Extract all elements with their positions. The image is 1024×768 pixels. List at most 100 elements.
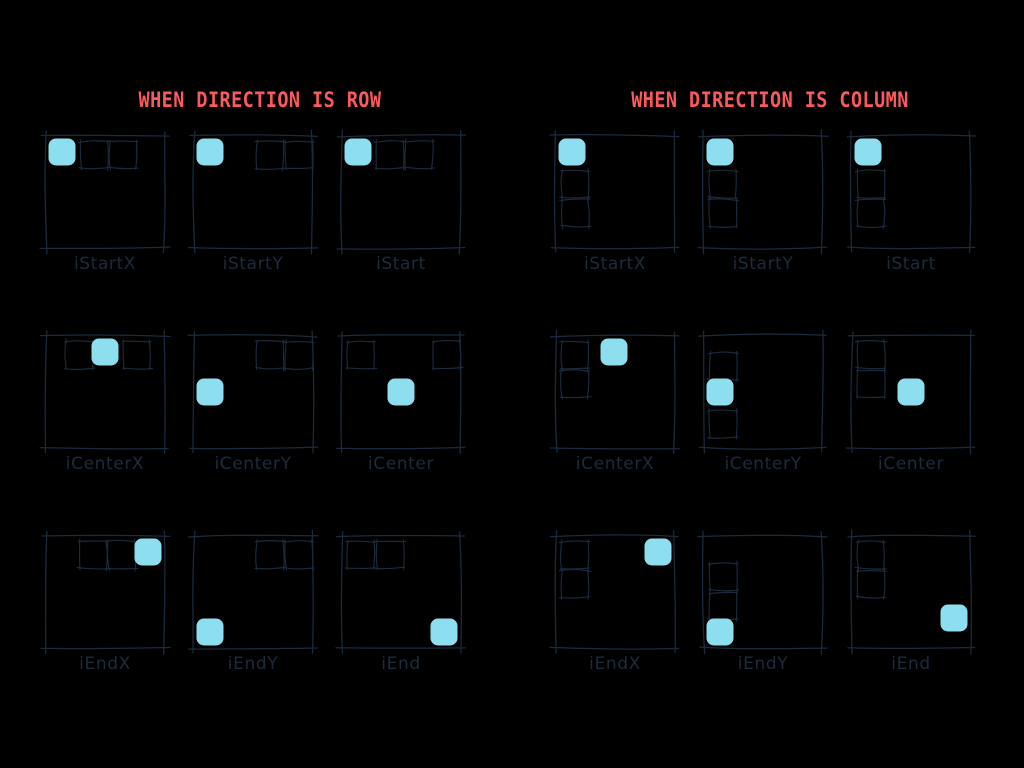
container-frame	[549, 130, 680, 254]
section-title-column: WHEN DIRECTION IS COLUMN	[631, 88, 909, 112]
flex-item-highlighted	[197, 619, 223, 645]
flex-item	[345, 339, 378, 370]
container-frame	[187, 330, 319, 454]
flex-item-highlighted	[197, 379, 223, 405]
container-frame	[335, 330, 466, 454]
flex-item	[559, 339, 591, 372]
flex-item-highlighted	[941, 605, 967, 631]
flex-container	[854, 338, 967, 445]
flex-item	[344, 539, 377, 571]
flex-item	[107, 139, 139, 171]
flex-item	[121, 339, 154, 371]
flex-item	[374, 538, 407, 571]
flex-container	[558, 339, 671, 445]
align-demo-label: iStart	[886, 254, 936, 274]
flex-item	[402, 138, 435, 171]
container-frame	[698, 329, 827, 454]
container-frame	[336, 129, 467, 255]
flex-container	[345, 338, 464, 445]
align-demo-cell-icenterx: iCenterX	[38, 329, 186, 530]
flex-item	[707, 560, 740, 593]
container-frame	[846, 130, 977, 254]
align-demo-label: iEnd	[891, 654, 931, 674]
align-demo-label: iStartX	[583, 254, 647, 274]
align-demo-label: iStartY	[732, 254, 794, 274]
flex-item	[282, 538, 315, 572]
align-demo-cell-icenter: iCenter	[844, 329, 992, 530]
flex-item	[282, 139, 315, 172]
flex-item-highlighted	[49, 139, 75, 165]
align-demo-cell-istarty: iStartY	[186, 129, 334, 330]
flex-item	[106, 538, 139, 572]
flex-item	[854, 197, 888, 230]
align-demo-cell-istartx: iStartX	[548, 130, 696, 330]
flex-item	[431, 338, 464, 371]
flex-item	[706, 350, 739, 382]
flex-container	[197, 139, 315, 245]
align-demo-label: iEnd	[381, 654, 421, 674]
align-demo-cell-iendy: iEndY	[696, 530, 844, 730]
align-demo-label: iCenterX	[65, 454, 145, 474]
align-demo-cell-iend: iEnd	[334, 530, 482, 730]
container-frame	[549, 529, 680, 654]
flex-item-highlighted	[601, 339, 627, 365]
flex-container	[854, 139, 967, 245]
flex-item-highlighted	[345, 139, 371, 165]
flex-item	[254, 338, 286, 372]
align-demo-label: iCenter	[367, 454, 435, 474]
container-frame	[845, 329, 976, 455]
align-demo-label: iEndY	[737, 654, 789, 674]
flex-item	[558, 567, 592, 600]
flex-item-highlighted	[559, 139, 585, 165]
align-demo-cell-iend: iEnd	[844, 529, 992, 730]
flex-item-highlighted	[135, 539, 161, 565]
align-demo-label: iCenter	[877, 454, 945, 474]
align-demo-cell-icentery: iCenterY	[186, 330, 334, 530]
align-demo-label: iCenterY	[724, 454, 802, 474]
align-demo-cell-icenterx: iCenterX	[548, 329, 696, 530]
flex-item	[63, 338, 96, 371]
section-title-row: WHEN DIRECTION IS ROW	[138, 88, 382, 112]
flex-item	[76, 538, 109, 572]
grid-column: iStartX iStartY iStart iCenterX iCenterY iCen…	[548, 129, 992, 690]
container-frame	[187, 529, 319, 654]
align-demo-label: iEndX	[79, 654, 131, 674]
flex-container	[706, 139, 819, 245]
align-demo-cell-icentery: iCenterY	[696, 329, 844, 530]
flex-container	[854, 539, 967, 645]
flex-item-highlighted	[431, 619, 457, 645]
flex-item-highlighted	[707, 619, 733, 645]
flex-item	[707, 589, 739, 623]
flex-container	[558, 539, 671, 645]
container-frame	[549, 329, 681, 454]
flex-item-highlighted	[92, 339, 118, 365]
align-demo-cell-istartx: iStartX	[38, 130, 186, 330]
flex-container	[344, 538, 457, 645]
align-demo-cell-icenter: iCenter	[334, 330, 482, 530]
flex-item	[854, 338, 888, 372]
align-demo-label: iStartX	[73, 254, 137, 274]
container-frame	[39, 329, 171, 454]
flex-container	[197, 338, 315, 445]
flex-item-highlighted	[707, 139, 733, 165]
align-demo-label: iEndY	[227, 654, 279, 674]
align-demo-label: iCenterX	[575, 454, 655, 474]
flex-container	[49, 338, 161, 445]
flex-container	[706, 339, 819, 445]
align-demo-cell-iendx: iEndX	[38, 530, 186, 730]
flex-container	[559, 139, 671, 245]
align-demo-cell-istarty: iStartY	[696, 129, 844, 330]
flex-item	[254, 538, 286, 571]
flex-item	[282, 338, 315, 371]
container-frame	[847, 529, 976, 655]
align-demo-cell-istart: iStart	[844, 130, 992, 330]
flex-item	[559, 196, 592, 230]
align-demo-cell-istart: iStart	[334, 129, 482, 330]
container-frame	[335, 531, 466, 654]
align-demo-label: iCenterY	[214, 454, 292, 474]
container-frame	[40, 530, 171, 655]
